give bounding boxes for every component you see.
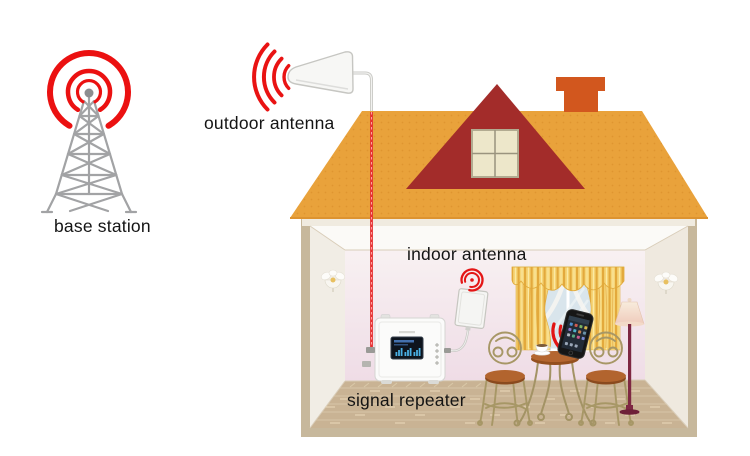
- base-station-tower: [40, 95, 138, 214]
- outdoor-antenna-signal-icon: [252, 42, 291, 112]
- wall-lamp-left: [320, 269, 346, 292]
- curtain-valance: [511, 266, 625, 292]
- repeater-inner-panel: [378, 321, 442, 378]
- repeater-left-connector: [366, 347, 375, 353]
- outdoor-antenna-body: [287, 51, 354, 94]
- outdoor-antenna-cable-core: [350, 72, 373, 112]
- eave-strip: [302, 219, 695, 226]
- lamp-finial: [627, 298, 632, 302]
- table-legs: [513, 361, 597, 427]
- base-station: [40, 50, 138, 214]
- chair-right-seat: [586, 370, 626, 382]
- label-outdoor-antenna: outdoor antenna: [204, 113, 335, 133]
- repeater-led-indicators: [435, 343, 439, 365]
- chair-left: [477, 331, 533, 426]
- floor-lamp: [614, 298, 645, 415]
- repeater-power-plug: [362, 361, 371, 367]
- repeater-brand-mark: [399, 331, 415, 334]
- lamp-base-neck: [626, 405, 633, 411]
- indoor-antenna-signal-icon: [460, 268, 484, 292]
- indoor-antenna-panel: [454, 288, 489, 331]
- phone-speaker: [576, 313, 585, 317]
- chimney: [556, 77, 605, 112]
- repeater-right-connector: [444, 348, 451, 353]
- repeater-foot: [381, 380, 392, 384]
- repeater-foot: [428, 380, 439, 384]
- gable-window: [471, 129, 519, 178]
- ceiling: [310, 226, 688, 250]
- repeater-screen: [390, 336, 424, 360]
- phone-app-icons: [564, 322, 588, 348]
- chair-left-seat: [485, 370, 525, 382]
- smartphone: [557, 309, 594, 359]
- coffee-cup: [533, 344, 551, 356]
- label-indoor-antenna: indoor antenna: [407, 244, 527, 264]
- outdoor-antenna-shading: [295, 79, 349, 90]
- outdoor-antenna: [252, 42, 373, 112]
- label-signal-repeater: signal repeater: [347, 390, 466, 410]
- tower-apex-dot: [84, 88, 94, 98]
- lamp-pole: [628, 324, 632, 408]
- label-base-station: base station: [54, 216, 151, 236]
- lamp-base: [619, 409, 640, 415]
- chair-right: [578, 331, 634, 426]
- phone-screen: [561, 315, 590, 353]
- base-station-signal-icon: [47, 50, 131, 129]
- phone-home-button: [568, 350, 574, 356]
- wall-lamp-right: [653, 271, 679, 294]
